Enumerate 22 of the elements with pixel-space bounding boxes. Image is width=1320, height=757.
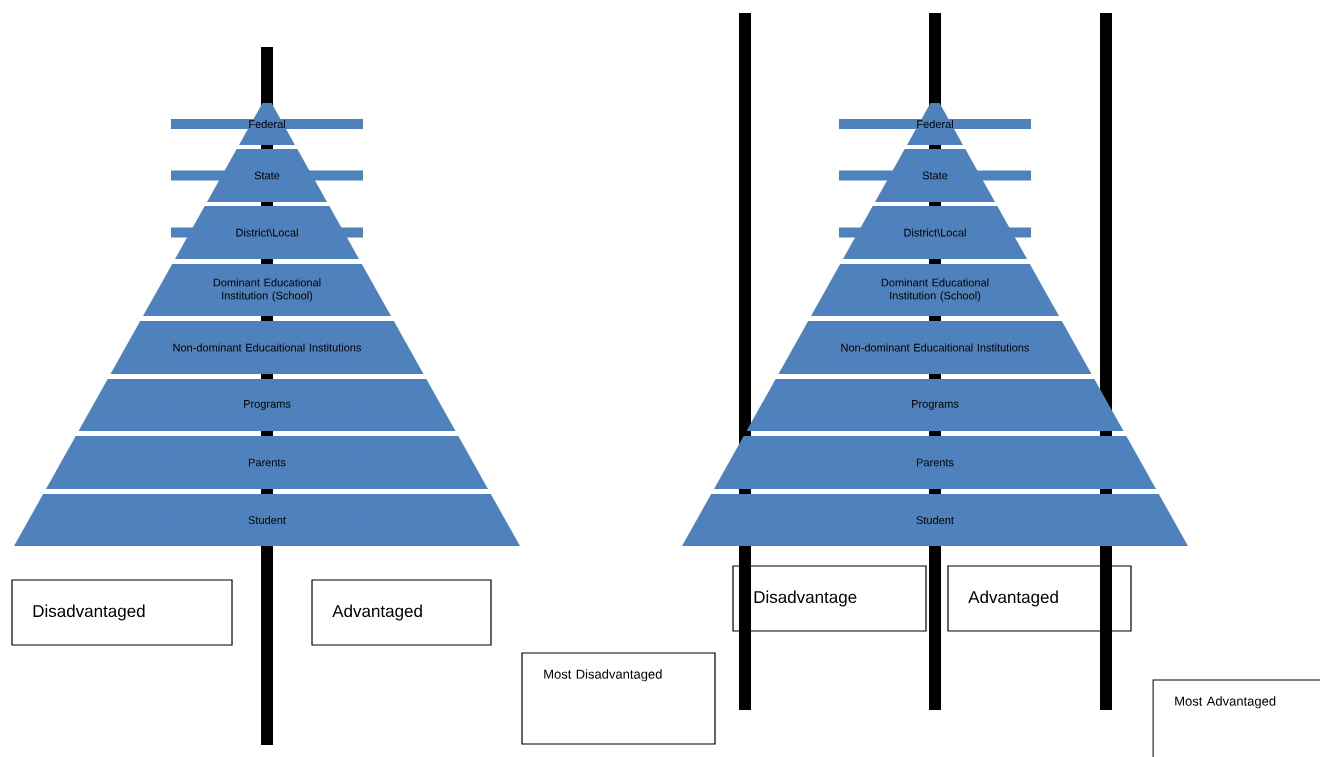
- pyramid-layer: District\Local: [171, 206, 363, 259]
- text-box: Most Advantaged: [1152, 679, 1320, 757]
- pyramid-layer: Parents: [46, 436, 488, 489]
- text-box: Disadvantage: [732, 565, 927, 632]
- pyramid-layer: Dominant Educational Institution (School): [811, 264, 1059, 316]
- text-box: Disadvantaged: [11, 579, 233, 646]
- pyramid-layer: Dominant Educational Institution (School): [143, 264, 391, 316]
- pyramid-layer: Programs: [746, 379, 1124, 431]
- pyramid-layer: Non-dominant Educaitional Institutions: [778, 321, 1092, 374]
- pyramid-layer: Parents: [714, 436, 1156, 489]
- pyramid-layer: State: [171, 149, 363, 202]
- pyramid-layer: Programs: [78, 379, 456, 431]
- pyramid-layer: Federal: [839, 103, 1031, 145]
- text-box: Advantaged: [947, 565, 1132, 632]
- pyramid-layer: Student: [682, 494, 1188, 546]
- pyramid-layer: State: [839, 149, 1031, 202]
- text-box: Advantaged: [311, 579, 492, 646]
- pyramid-layer: Student: [14, 494, 520, 546]
- pyramid-layer: Non-dominant Educaitional Institutions: [110, 321, 424, 374]
- pyramid-layer: District\Local: [839, 206, 1031, 259]
- text-box: Most Disadvantaged: [521, 652, 716, 745]
- pyramid-layer: Federal: [171, 103, 363, 145]
